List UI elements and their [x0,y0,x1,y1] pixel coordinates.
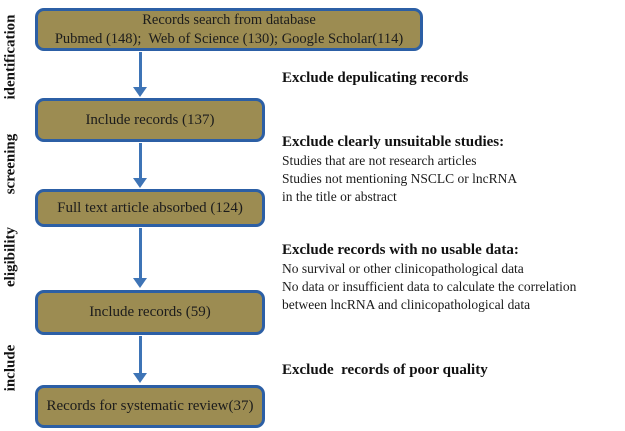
arrow-head [133,178,147,188]
exclusion-title: Exclude records with no usable data: [282,242,519,258]
stage-label-include: include [2,344,19,392]
stage-label-identification: identification [2,14,19,100]
arrow-stem [138,336,142,373]
arrow-down-icon [133,52,147,97]
flow-box-systematic-review: Records for systematic review(37) [35,385,265,428]
flow-box-include-records-137: Include records (137) [35,98,265,142]
arrow-stem [138,228,142,278]
exclusion-detail: in the title or abstract [282,189,397,204]
exclusion-note-no-usable-data: Exclude records with no usable data: No … [282,241,576,314]
arrow-stem [138,52,142,87]
flow-box-include-records-59: Include records (59) [35,290,265,335]
exclusion-note-unsuitable-studies: Exclude clearly unsuitable studies: Stud… [282,133,517,206]
arrow-down-icon [133,228,147,288]
exclusion-detail: No data or insufficient data to calculat… [282,279,577,294]
flow-box-text: Full text article absorbed (124) [57,199,243,216]
arrow-down-icon [133,143,147,188]
flow-box-full-text-absorbed: Full text article absorbed (124) [35,189,265,227]
exclusion-detail: Studies that are not research articles [282,153,477,168]
stage-label-screening: screening [2,133,19,195]
flow-box-text: Pubmed (148); Web of Science (130); Goog… [54,30,404,47]
exclusion-title: Exclude depulicating records [282,70,469,86]
exclusion-detail: between lncRNA and clinicopathological d… [282,297,531,312]
flow-box-text: Records search from database [142,11,316,28]
arrow-down-icon [133,336,147,383]
exclusion-note-duplicates: Exclude depulicating records [282,69,468,88]
stage-label-eligibility: eligibility [2,227,19,287]
exclusion-title: Exclude clearly unsuitable studies: [282,134,505,150]
arrow-head [133,87,147,97]
exclusion-detail: No survival or other clinicopathological… [282,261,524,276]
arrow-stem [138,143,142,178]
arrow-head [133,278,147,288]
flow-box-records-search: Records search from database Pubmed (148… [35,8,423,51]
exclusion-note-poor-quality: Exclude records of poor quality [282,361,488,380]
exclusion-title: Exclude records of poor quality [282,362,488,378]
flow-box-text: Include records (59) [89,304,211,320]
exclusion-detail: Studies not mentioning NSCLC or lncRNA [282,171,518,186]
arrow-head [133,373,147,383]
flow-box-text: Records for systematic review(37) [46,398,254,414]
flow-box-text: Include records (137) [85,111,215,128]
